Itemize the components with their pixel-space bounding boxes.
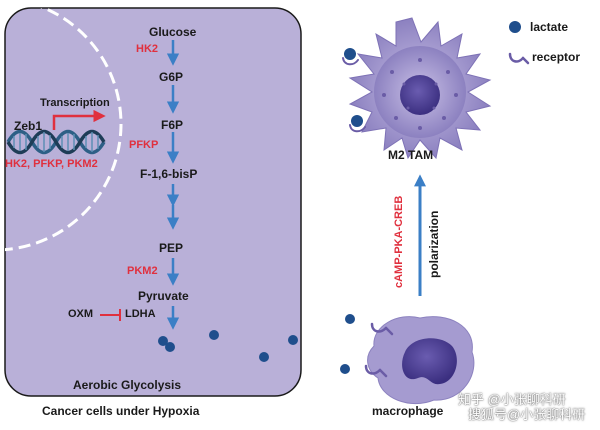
enzyme-hk2: HK2: [136, 43, 159, 55]
enzyme-pfkp: PFKP: [129, 139, 159, 151]
lactate-particles: [158, 314, 355, 374]
macrophage-nucleus: [402, 338, 457, 385]
polarization-label: polarization: [427, 210, 441, 278]
transcription-arrow: [52, 109, 106, 130]
lactate-dot: [158, 336, 168, 346]
zeb1-label: Zeb1: [14, 119, 43, 133]
lactate-dot: [259, 352, 269, 362]
macrophage: [367, 316, 475, 405]
macrophage-label: macrophage: [372, 404, 444, 418]
enzyme-ldha: LDHA: [125, 308, 156, 320]
lactate-dot: [351, 115, 363, 127]
dna-helix-icon: [6, 129, 106, 155]
metabolite-g6p: G6P: [159, 70, 184, 84]
lactate-dot: [165, 342, 175, 352]
metabolite-f16bisp: F-1,6-bisP: [140, 167, 198, 181]
receptor-icons: [364, 322, 394, 378]
lactate-dot: [209, 330, 219, 340]
nucleus-boundary: [5, 8, 123, 252]
cancer-cell-caption: Cancer cells under Hypoxia: [42, 404, 200, 418]
lactate-dot: [345, 314, 355, 324]
aerobic-glycolysis-label: Aerobic Glycolysis: [73, 378, 182, 392]
watermark-sohu: 搜狐号@小张聊科研: [468, 407, 586, 422]
m2-tam-label: M2 TAM: [388, 148, 434, 162]
oxm-inhibition-arrow: [100, 309, 121, 321]
lactate-dot: [340, 364, 350, 374]
metabolite-f6p: F6P: [161, 118, 184, 132]
tam-nucleus: [400, 75, 440, 115]
metabolite-glucose: Glucose: [149, 25, 197, 39]
m2-tam-cell: [348, 17, 492, 160]
legend-lactate-icon: [509, 21, 521, 33]
legend-lactate-label: lactate: [530, 20, 569, 34]
metabolite-pep: PEP: [159, 241, 184, 255]
camp-pka-creb-label: cAMP-PKA-CREB: [393, 195, 405, 288]
transcription-label: Transcription: [40, 97, 110, 109]
enzyme-pkm2: PKM2: [127, 265, 158, 277]
lactate-dot: [344, 48, 356, 60]
inhibitor-oxm: OXM: [68, 308, 94, 320]
cancer-cell: [4, 7, 302, 397]
watermark-zhihu: 知乎 @小张聊科研: [458, 392, 566, 407]
metabolite-pyruvate: Pyruvate: [138, 289, 189, 303]
lactate-dot: [288, 335, 298, 345]
legend-receptor-label: receptor: [532, 50, 581, 64]
legend-receptor-icon: [508, 52, 530, 65]
transcription-targets: HK2, PFKP, PKM2: [5, 158, 98, 170]
